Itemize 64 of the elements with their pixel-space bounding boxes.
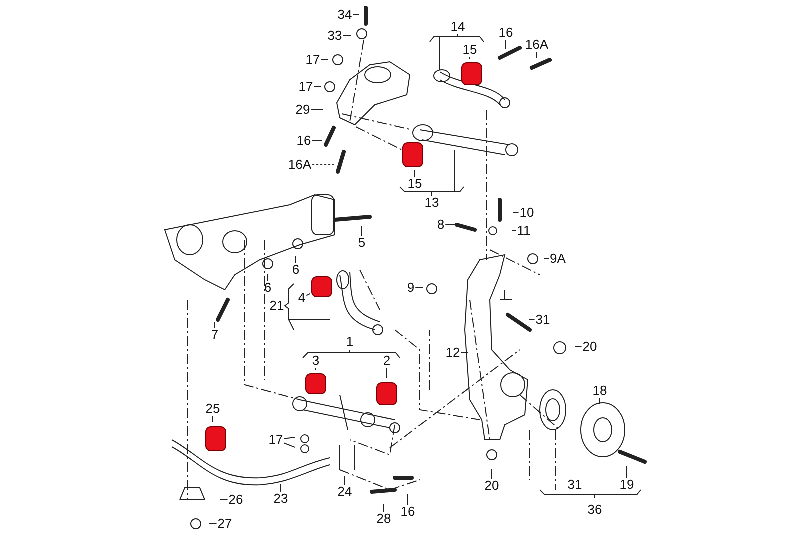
callout-number: 29 — [294, 103, 312, 117]
callout-number: 31 — [534, 313, 552, 327]
leader-line — [512, 212, 520, 214]
callout-number: 28 — [376, 512, 392, 526]
callout-number: 1 — [345, 335, 355, 349]
callout-number: 16A — [287, 158, 313, 172]
callout-number: 17 — [298, 80, 314, 94]
leader-line — [312, 140, 322, 142]
callout-number: 8 — [436, 218, 446, 232]
callout-number: 2 — [382, 354, 392, 368]
callout-number: 15 — [406, 177, 424, 191]
callout-number: 10 — [518, 206, 536, 220]
callout-number: 26 — [228, 493, 244, 507]
callout-number: 17 — [268, 433, 284, 447]
callout-number: 25 — [204, 402, 222, 416]
callout-number: 27 — [216, 517, 234, 531]
callout-number: 6 — [263, 281, 273, 295]
leader-line — [460, 352, 468, 354]
callout-number: 20 — [582, 340, 598, 354]
leader-line — [280, 484, 282, 492]
callout-number: 14 — [450, 20, 466, 34]
callout-number: 21 — [268, 299, 286, 313]
callout-number: 7 — [210, 328, 220, 342]
leader-line — [536, 52, 538, 58]
callout-number: 34 — [336, 8, 354, 22]
callout-number: 20 — [484, 479, 500, 493]
leader-line — [544, 258, 550, 260]
callout-number: 16 — [400, 505, 416, 519]
callout-number: 5 — [357, 236, 367, 250]
leader-line — [445, 224, 456, 226]
leader-line — [312, 164, 334, 166]
callout-number: 33 — [326, 29, 344, 43]
callout-number: 31 — [566, 478, 584, 492]
callout-number: 23 — [272, 492, 290, 506]
leader-line — [284, 442, 296, 448]
callout-number: 12 — [444, 346, 462, 360]
callout-number: 4 — [297, 291, 307, 305]
leader-line — [512, 230, 517, 232]
leader-line — [414, 170, 416, 178]
callout-number: 16A — [524, 38, 550, 52]
leader-line — [314, 86, 322, 88]
callout-number: 13 — [424, 196, 440, 210]
leader-line — [574, 346, 582, 348]
callout-number: 19 — [618, 478, 636, 492]
callout-number: 24 — [336, 485, 354, 499]
leader-line — [626, 466, 628, 478]
callout-number: 17 — [304, 53, 322, 67]
callout-number: 36 — [586, 503, 604, 517]
callout-number: 6 — [291, 263, 301, 277]
callout-number: 9A — [549, 252, 567, 266]
callout-number: 15 — [462, 43, 478, 57]
leader-line — [306, 293, 311, 296]
leader-line — [386, 368, 388, 378]
leader-line — [284, 437, 296, 440]
leader-line — [212, 416, 214, 422]
callout-number: 9 — [406, 281, 416, 295]
leader-line — [352, 14, 360, 16]
callout-number: 16 — [296, 134, 312, 148]
callout-number: 11 — [516, 224, 532, 238]
callout-number: 3 — [311, 354, 321, 368]
callout-number: 16 — [498, 26, 514, 40]
leader-line — [214, 322, 216, 328]
leader-line — [344, 476, 346, 486]
callout-number: 18 — [592, 384, 608, 398]
